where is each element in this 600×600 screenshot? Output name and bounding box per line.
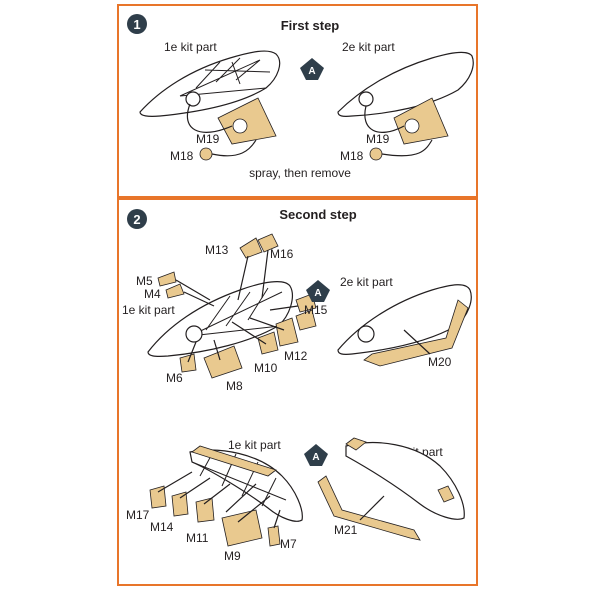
step1-title: First step [281, 18, 340, 33]
label-m14: M14 [150, 520, 174, 534]
label-m7: M7 [280, 537, 297, 551]
step2-upper-badge-text: A [314, 288, 321, 299]
mask-m8 [203, 345, 243, 379]
label-m5: M5 [136, 274, 153, 288]
step2-lower-left-part-label: 1e kit part [228, 438, 281, 452]
step2-upper-badge [306, 280, 330, 302]
step2-number-badge [127, 209, 147, 229]
label-m8: M8 [226, 379, 243, 393]
mask-m13 [239, 237, 263, 259]
mask-m11 [195, 497, 215, 523]
step1-left-m18-label: M18 [170, 149, 194, 163]
step2-title: Second step [279, 207, 356, 222]
mask-m9 [221, 509, 263, 547]
label-m21: M21 [334, 523, 358, 537]
step2-lower-left-canopy [189, 445, 303, 522]
step1-note: spray, then remove [249, 166, 351, 180]
step1-number-badge [127, 14, 147, 34]
step2-upper-right-part-label: 2e kit part [340, 275, 393, 289]
step1-right-part-label: 2e kit part [342, 40, 395, 54]
mask-m10 [257, 331, 279, 355]
label-m6: M6 [166, 371, 183, 385]
mask-m17 [149, 485, 167, 509]
label-m9: M9 [224, 549, 241, 563]
label-m10: M10 [254, 361, 278, 375]
step1-number: 1 [133, 17, 140, 32]
label-m16: M16 [270, 247, 294, 261]
mask-m16 [257, 233, 279, 253]
mask-m6 [179, 353, 197, 373]
step2-upper-left-part-label: 1e kit part [122, 303, 175, 317]
step1-left-mask-m19 [217, 97, 277, 145]
label-m4: M4 [144, 287, 161, 301]
label-m12: M12 [284, 349, 308, 363]
mask-m7 [267, 525, 281, 547]
mask-m14 [171, 491, 189, 517]
step2-number: 2 [133, 212, 140, 227]
label-m13: M13 [205, 243, 229, 257]
step1-left-part-label: 1e kit part [164, 40, 217, 54]
mask-m5 [157, 271, 177, 287]
mask-m15-b [295, 309, 317, 331]
step1-right-mask-m19 [393, 97, 449, 145]
step2-lower-badge-text: A [312, 452, 319, 463]
label-m17: M17 [126, 508, 150, 522]
step1-left-canopy [139, 50, 281, 117]
step1-right-m18-label: M18 [340, 149, 364, 163]
label-m15: M15 [304, 303, 328, 317]
step2-lower-right-canopy [345, 437, 465, 520]
step1-right-m19-label: M19 [366, 132, 390, 146]
step2-lower-badge [304, 444, 328, 466]
mask-m4 [165, 283, 185, 299]
step1-badge [300, 58, 324, 80]
step2-upper-left-canopy [147, 281, 293, 357]
label-m11: M11 [186, 531, 209, 545]
mask-m21 [317, 475, 421, 541]
label-m20: M20 [428, 355, 452, 369]
mask-m12 [275, 317, 299, 347]
mask-m20 [363, 299, 469, 367]
step1-badge-text: A [308, 66, 315, 77]
step1-left-m19-label: M19 [196, 132, 220, 146]
